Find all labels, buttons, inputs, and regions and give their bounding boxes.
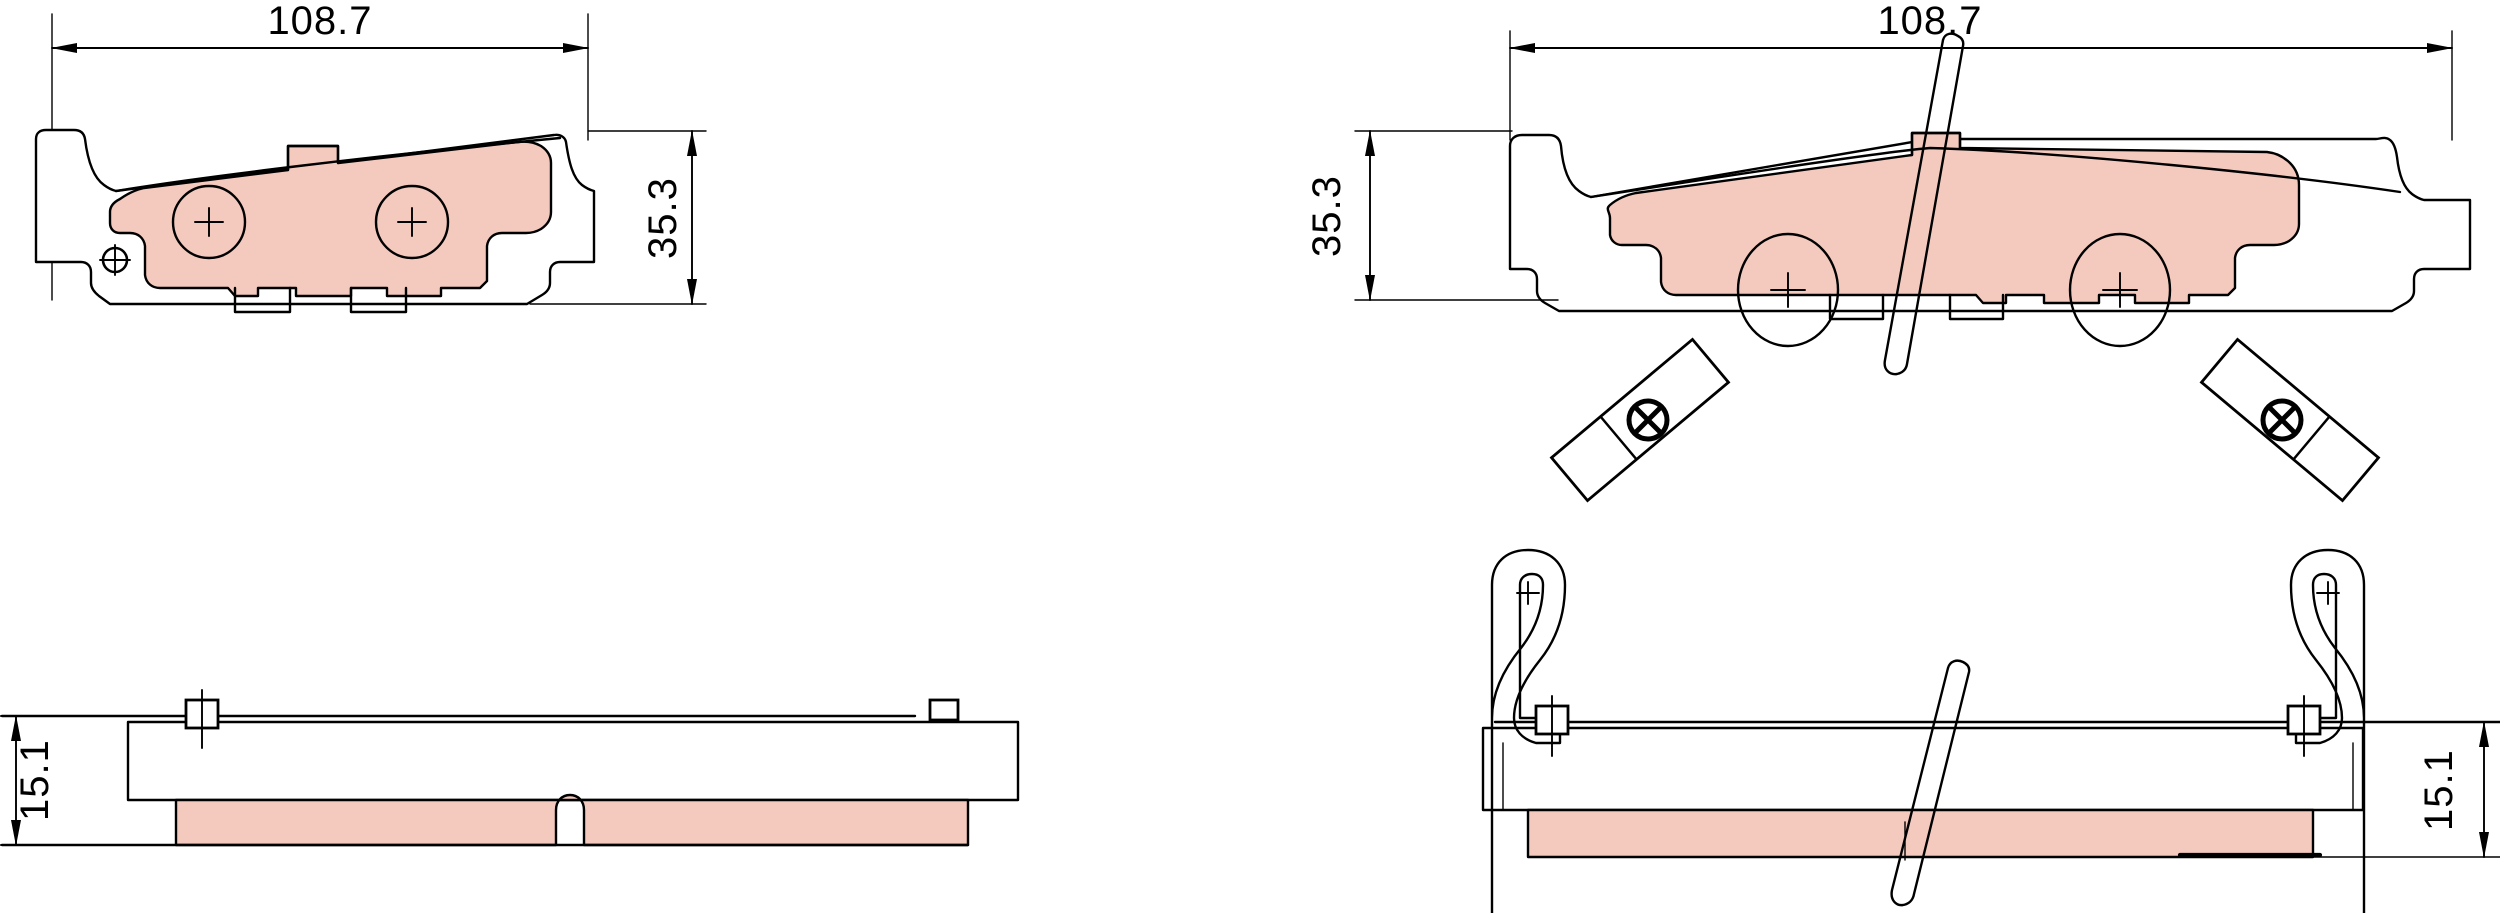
boss-ellipse-right-1 xyxy=(1736,232,1840,348)
dimension-right-thickness: 15.1 xyxy=(2279,721,2500,858)
dimension-label-left-height: 35.3 xyxy=(641,177,685,259)
dimension-top-right-length: 108.7 xyxy=(1509,0,2453,141)
boss-hole-left-2 xyxy=(374,184,450,260)
backing-plate-side-left xyxy=(126,720,1020,802)
clip-rivet-right xyxy=(2286,695,2322,757)
dimension-label-top-left-length: 108.7 xyxy=(267,0,372,43)
wear-sensor-shim-right xyxy=(2199,337,2381,503)
dimension-label-right-height: 35.3 xyxy=(1305,175,1349,257)
view-side-plain: 15.1 xyxy=(0,689,1020,847)
friction-block-side-left xyxy=(174,793,970,847)
shim-rivet-left xyxy=(184,689,220,749)
wear-sensor-shim-left xyxy=(1549,337,1731,503)
wear-sensor-wire-upper xyxy=(1883,32,1965,376)
spring-clip-right xyxy=(2289,548,2366,913)
view-front-with-shims: 108.7 xyxy=(1305,0,2472,503)
spring-clip-left xyxy=(1490,548,1567,913)
dimension-top-left-length: 108.7 xyxy=(51,0,589,301)
boss-ellipse-right-2 xyxy=(2068,232,2172,348)
plate-top-edge-curve-right xyxy=(1589,146,2402,199)
dimension-left-height: 35.3 xyxy=(529,130,707,305)
bottom-tabs-left xyxy=(233,286,408,314)
view-front-plain: 108.7 xyxy=(34,0,707,314)
dimension-right-height: 35.3 xyxy=(1305,130,1559,301)
plate-top-edge-curve-left xyxy=(114,136,562,193)
wear-sensor-wire-lower xyxy=(1890,659,1971,907)
bottom-tabs-right xyxy=(1828,293,2005,321)
friction-material-left xyxy=(108,140,553,298)
dimension-label-left-thickness: 15.1 xyxy=(13,739,57,821)
friction-locating-nub-left xyxy=(286,144,340,172)
datum-symbol-icon-left xyxy=(99,244,131,276)
dimension-label-right-thickness: 15.1 xyxy=(2417,749,2461,831)
dimension-label-top-right-length: 108.7 xyxy=(1877,0,1982,43)
friction-block-side-right xyxy=(1526,808,2315,859)
view-side-with-clips: 15.1 xyxy=(1481,548,2500,913)
friction-locating-nub-right xyxy=(1910,131,1962,157)
boss-hole-left-1 xyxy=(171,184,247,260)
clip-rivet-left xyxy=(1534,695,1570,757)
friction-material-right xyxy=(1606,131,2301,305)
shim-lug-right-left-view xyxy=(928,698,960,722)
